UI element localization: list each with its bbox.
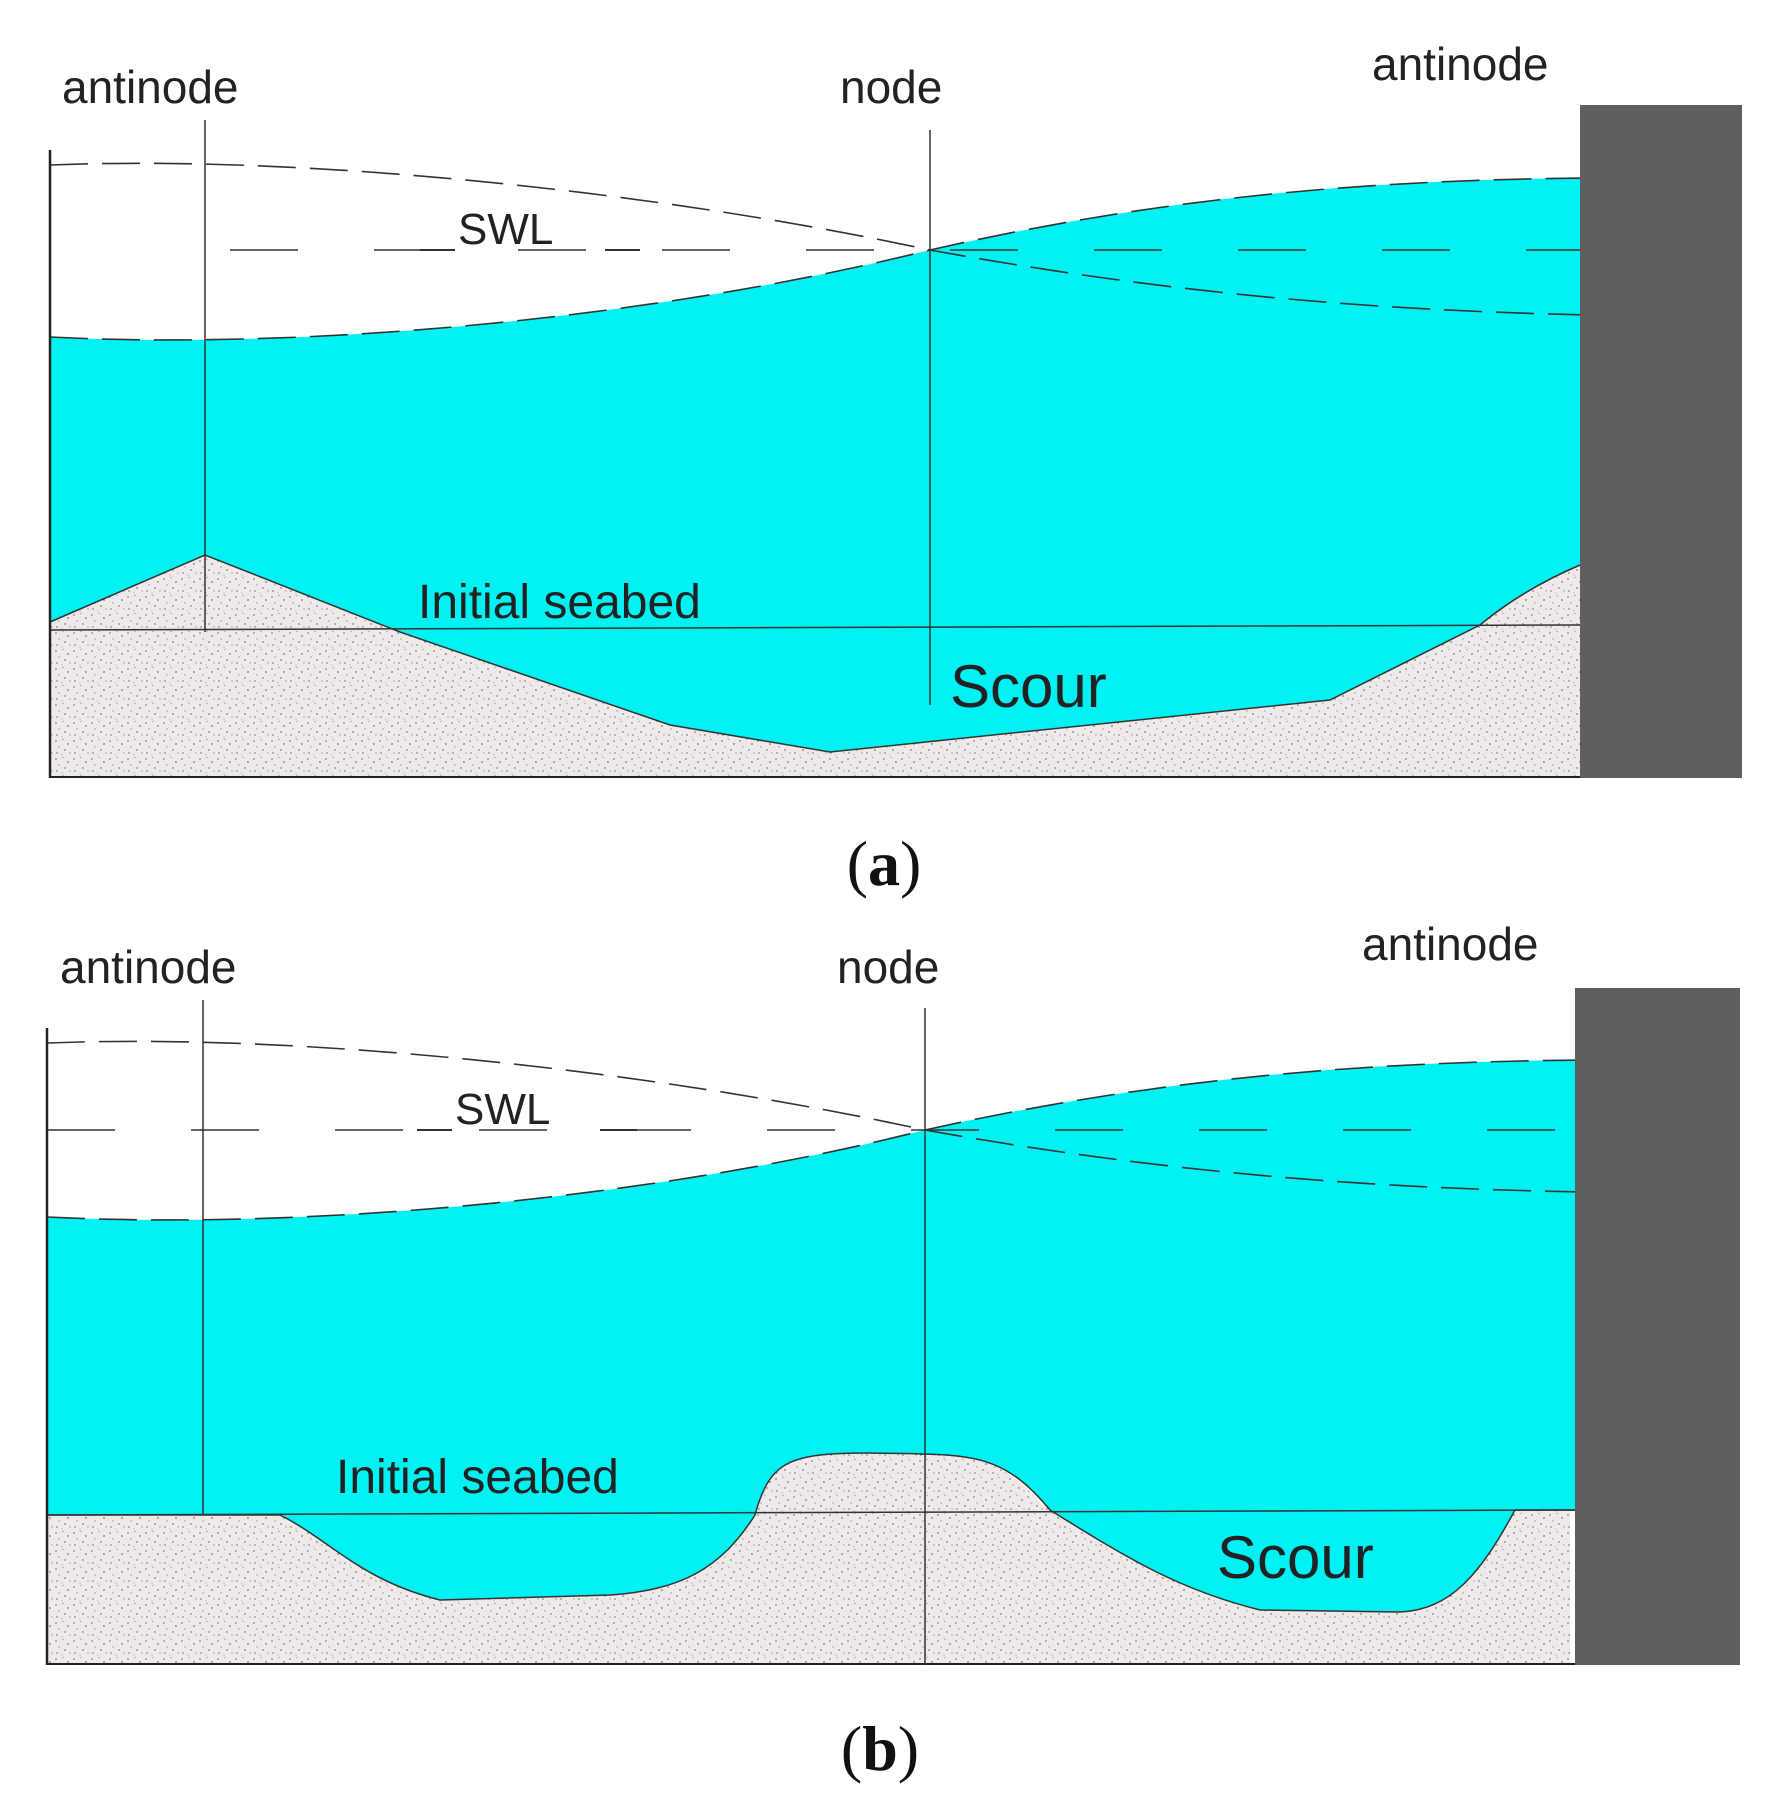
seabed-slope-right: [1480, 565, 1580, 778]
caption-a: (a): [847, 828, 922, 899]
seabed-mound: [755, 1453, 1050, 1515]
panel-a: antinode node antinode SWL Initial seabe…: [48, 38, 1742, 899]
water-body: [47, 1060, 1575, 1612]
seabed-ridge: [50, 555, 400, 632]
vertical-wall: [1580, 105, 1742, 778]
antinode-right-label: antinode: [1372, 38, 1549, 90]
swl-underscores: [417, 249, 640, 1131]
panel-b: antinode node antinode SWL Initial seabe…: [45, 918, 1740, 1784]
seabed-profile: [47, 1452, 1575, 1613]
swl-label: SWL: [455, 1085, 550, 1134]
antinode-left-label: antinode: [62, 61, 239, 113]
wave-trough-line: [46, 1059, 1586, 1221]
wave-crest-line: [49, 162, 1591, 316]
scour-label: Scour: [950, 653, 1107, 720]
initial-seabed-label: Initial seabed: [336, 1451, 619, 1504]
scour-label: Scour: [1217, 1524, 1374, 1591]
wave-trough-line: [49, 177, 1591, 341]
antinode-right-label: antinode: [1362, 918, 1539, 970]
antinode-left-label: antinode: [60, 941, 237, 993]
swl-label: SWL: [458, 205, 553, 254]
wave-crest-line: [46, 1040, 1586, 1193]
seabed-profile: [49, 554, 1581, 753]
initial-seabed-label: Initial seabed: [418, 576, 701, 629]
caption-b: (b): [841, 1713, 919, 1784]
vertical-wall: [1575, 988, 1740, 1665]
water-body: [50, 178, 1580, 752]
initial-seabed-line: [46, 1509, 1576, 1516]
initial-seabed-line: [49, 624, 1581, 631]
node-label: node: [837, 941, 939, 993]
node-label: node: [840, 61, 942, 113]
